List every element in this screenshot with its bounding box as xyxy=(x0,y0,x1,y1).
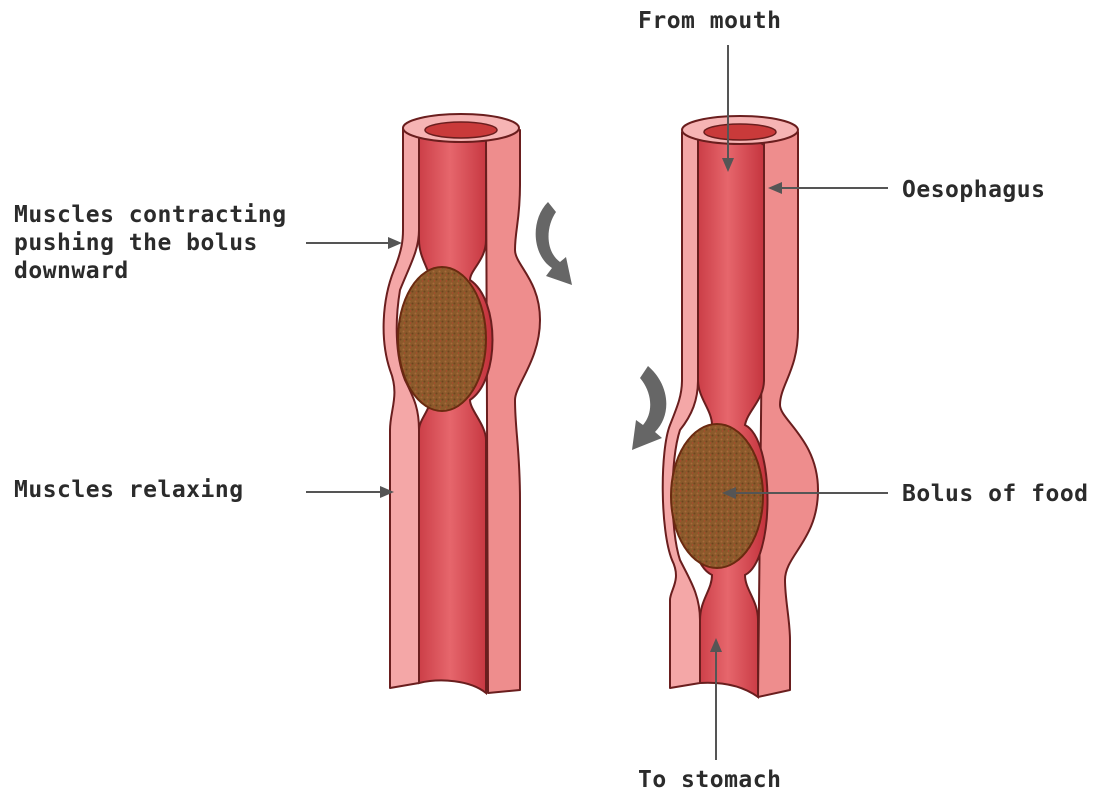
label-from-mouth: From mouth xyxy=(638,8,781,34)
right-tube-right-wall xyxy=(758,131,818,697)
left-oesophagus-tube xyxy=(384,114,540,693)
label-muscles-contracting-3: downward xyxy=(14,258,129,284)
left-tube-right-wall xyxy=(486,129,540,693)
right-tube-lumen xyxy=(688,135,768,697)
right-curl-arrow-icon xyxy=(632,366,666,450)
label-bolus-of-food: Bolus of food xyxy=(902,481,1089,507)
left-tube-lumen xyxy=(408,130,493,693)
label-muscles-relaxing: Muscles relaxing xyxy=(14,477,244,503)
left-bolus xyxy=(398,267,486,411)
label-to-stomach: To stomach xyxy=(638,767,781,793)
right-tube-left-wall xyxy=(663,126,700,688)
right-tube-opening xyxy=(704,124,776,140)
left-tube-left-wall xyxy=(384,122,419,688)
label-muscles-contracting-2: pushing the bolus xyxy=(14,230,258,256)
muscles-contracting-arrow xyxy=(306,237,402,249)
left-tube-opening xyxy=(425,122,497,138)
left-curl-arrow-icon xyxy=(536,202,572,285)
label-muscles-contracting-1: Muscles contracting xyxy=(14,202,287,228)
muscles-relaxing-arrow xyxy=(306,486,394,498)
right-oesophagus-tube xyxy=(663,116,818,697)
label-oesophagus: Oesophagus xyxy=(902,177,1045,203)
right-bolus xyxy=(671,424,763,568)
